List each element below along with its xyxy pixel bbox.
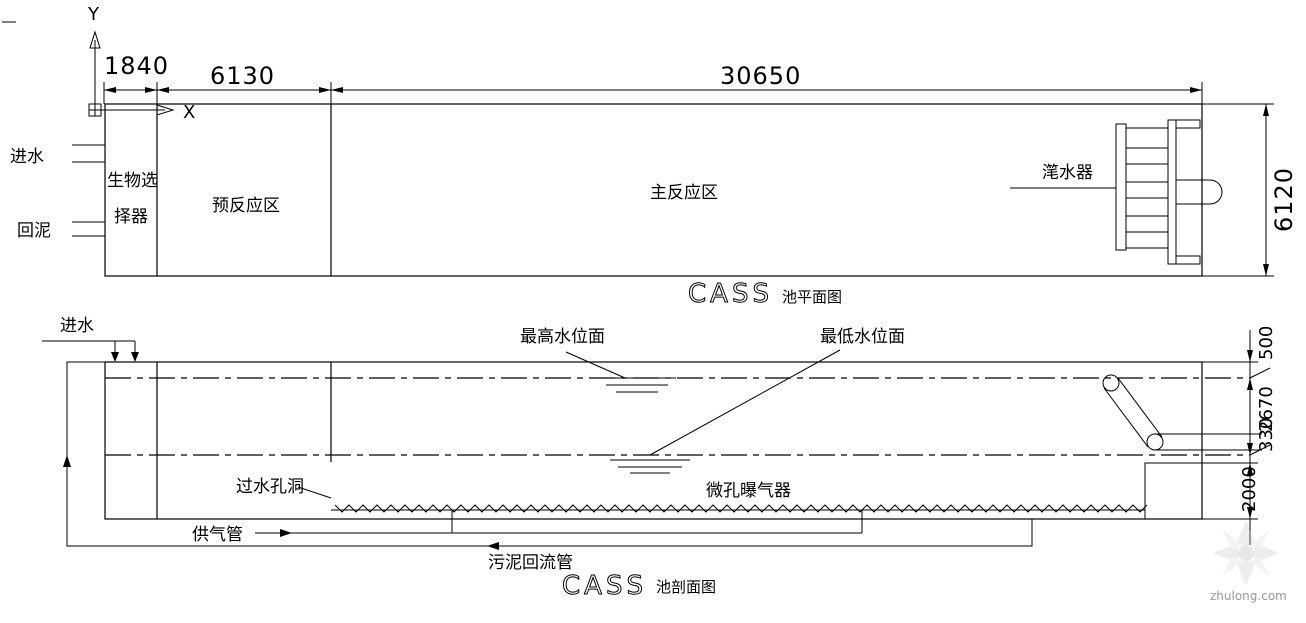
ucs-icon bbox=[88, 30, 175, 117]
dim-top: 500 bbox=[1256, 326, 1277, 360]
sludge-return-pipe bbox=[63, 361, 1033, 550]
main-zone-label: 主反应区 bbox=[650, 183, 718, 203]
plan-dimension-line bbox=[103, 82, 1203, 104]
watermark-logo bbox=[1213, 520, 1279, 586]
dim-selector: 1840 bbox=[104, 52, 169, 80]
section-vertical-dimension bbox=[1202, 330, 1271, 545]
sludge-pipe-label: 污泥回流管 bbox=[488, 553, 573, 573]
section-inlet-label: 进水 bbox=[60, 316, 94, 336]
min-level-label: 最低水位面 bbox=[820, 327, 905, 347]
plan-vertical-dimension bbox=[1202, 103, 1274, 277]
plan-return-label: 回泥 bbox=[17, 221, 51, 241]
dim-main-zone: 30650 bbox=[720, 62, 801, 90]
selector-label-line2: 择器 bbox=[114, 207, 148, 227]
plan-title-cass: CASS bbox=[688, 279, 773, 309]
plan-tank-outline bbox=[104, 103, 1203, 277]
air-supply-pipe bbox=[255, 510, 863, 537]
aerator-zigzag bbox=[334, 504, 1148, 513]
plan-view: Y X 1840 6130 30650 进水 回泥 生物选 bbox=[10, 4, 1298, 310]
dim-pre-zone: 6130 bbox=[210, 62, 275, 90]
pre-zone-label: 预反应区 bbox=[212, 196, 280, 216]
air-pipe-label: 供气管 bbox=[192, 525, 243, 545]
decanter-label: 滗水器 bbox=[1042, 163, 1093, 183]
axis-x-label: X bbox=[183, 102, 195, 123]
aerator-grid bbox=[334, 504, 1148, 513]
dim-bottom: 2000 bbox=[1239, 466, 1260, 512]
section-title-cass: CASS bbox=[562, 571, 647, 601]
plan-inlet-label: 进水 bbox=[10, 147, 44, 167]
aerator-label: 微孔曝气器 bbox=[706, 481, 791, 501]
selector-label-line1: 生物选 bbox=[107, 171, 158, 191]
max-level-label: 最高水位面 bbox=[520, 327, 605, 347]
max-level-symbol bbox=[565, 351, 676, 393]
min-level-symbol bbox=[610, 349, 841, 474]
watermark-text: zhulong.com bbox=[1210, 589, 1287, 603]
dim-width: 6120 bbox=[1270, 167, 1298, 232]
decanter-plan bbox=[1010, 119, 1223, 265]
dim-mid2: 330 bbox=[1256, 418, 1277, 452]
section-tank-outline bbox=[104, 361, 1203, 520]
section-title-suffix: 池剖面图 bbox=[656, 578, 716, 596]
section-view: 进水 最高水位面 最低水位面 bbox=[42, 316, 1277, 602]
axis-y-label: Y bbox=[87, 4, 100, 25]
plan-title-suffix: 池平面图 bbox=[782, 288, 842, 306]
decanter-section bbox=[1102, 374, 1262, 520]
dim-mid: 2670 bbox=[1256, 386, 1277, 432]
hole-label: 过水孔洞 bbox=[236, 477, 304, 497]
